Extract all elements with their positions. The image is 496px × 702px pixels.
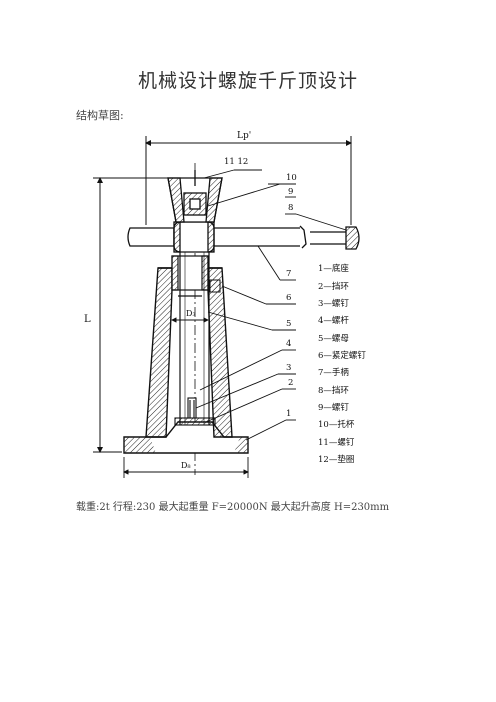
legend-item-2: 2—挡环 [318,282,349,292]
d8-dimension [123,457,249,478]
callout-7: 7 [286,269,291,279]
callout-9: 9 [288,187,293,197]
document-title: 机械设计螺旋千斤顶设计 [137,70,358,92]
legend-item-3: 3—螺钉 [318,299,349,309]
lp-label: Lp' [237,131,251,141]
legend-item-11: 11—螺钉 [318,438,355,448]
screw-head [173,221,215,253]
cup-part [167,170,223,223]
d8-label: D₈ [181,461,191,470]
set-screw [209,279,221,293]
legend-item-12: 12—垫圈 [318,455,355,465]
screw-rod [179,240,210,425]
handle-part [127,225,360,250]
legend-item-4: 4—螺杆 [318,316,349,326]
callout-1: 1 [286,409,291,419]
d3-label: D₃ [186,309,196,318]
legend-item-5: 5—螺母 [318,334,349,344]
callout-4: 4 [286,339,291,349]
l-label: L [84,314,91,325]
l-dimension [93,177,168,453]
nut-part [171,255,209,297]
legend-item-6: 6—紧定螺钉 [318,351,366,361]
legend-item-8: 8—挡环 [318,386,349,396]
leader-lines [195,169,347,441]
lp-dimension [145,136,352,225]
legend-item-10: 10—托杯 [318,420,355,430]
callout-5: 5 [286,319,291,329]
callout-10: 10 [286,173,297,183]
callout-2: 2 [288,378,293,388]
legend-item-1: 1—底座 [318,264,349,274]
section-label: 结构草图: [76,109,124,122]
callout-6: 6 [286,293,291,303]
callout-11-12: 11 12 [224,157,248,167]
callout-3: 3 [286,363,291,373]
legend-item-7: 7—手柄 [318,368,349,378]
body-housing [145,267,233,438]
legend-item-9: 9—螺钉 [318,403,349,413]
spec-caption: 载重:2t 行程:230 最大起重量 F=20000N 最大起升高度 H=230… [76,502,390,513]
callout-8: 8 [288,203,293,213]
